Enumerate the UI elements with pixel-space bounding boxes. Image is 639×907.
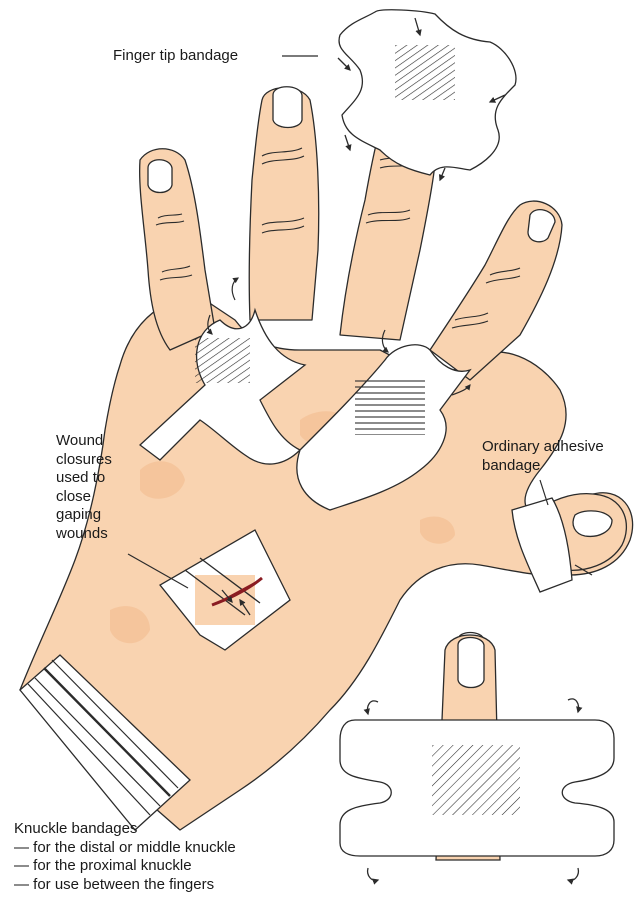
knuckle-item-proximal: — for the proximal knuckle	[14, 857, 236, 876]
ordinary-adhesive-line-2: bandage	[482, 457, 604, 476]
wound-closures-label: Wound closures used to close gaping woun…	[56, 432, 112, 543]
knuckle-bandage-detail	[340, 635, 614, 880]
wound-closures-line-6: wounds	[56, 525, 112, 544]
ordinary-adhesive-line-1: Ordinary adhesive	[482, 438, 604, 457]
knuckle-bandages-title: Knuckle bandages	[14, 820, 236, 839]
knuckle-bandages-label: Knuckle bandages — for the distal or mid…	[14, 820, 236, 894]
wound-closures-line-5: gaping	[56, 506, 112, 525]
wound-closures-line-1: Wound	[56, 432, 112, 451]
knuckle-item-distal: — for the distal or middle knuckle	[14, 839, 236, 858]
wound-closures-line-2: closures	[56, 451, 112, 470]
ordinary-adhesive-bandage-label: Ordinary adhesive bandage	[482, 438, 604, 475]
finger-tip-bandage-label: Finger tip bandage	[113, 47, 238, 65]
wound-closures-line-4: close	[56, 488, 112, 507]
wound-closures-line-3: used to	[56, 469, 112, 488]
finger-tip-bandage	[338, 10, 516, 180]
knuckle-item-between: — for use between the fingers	[14, 876, 236, 895]
